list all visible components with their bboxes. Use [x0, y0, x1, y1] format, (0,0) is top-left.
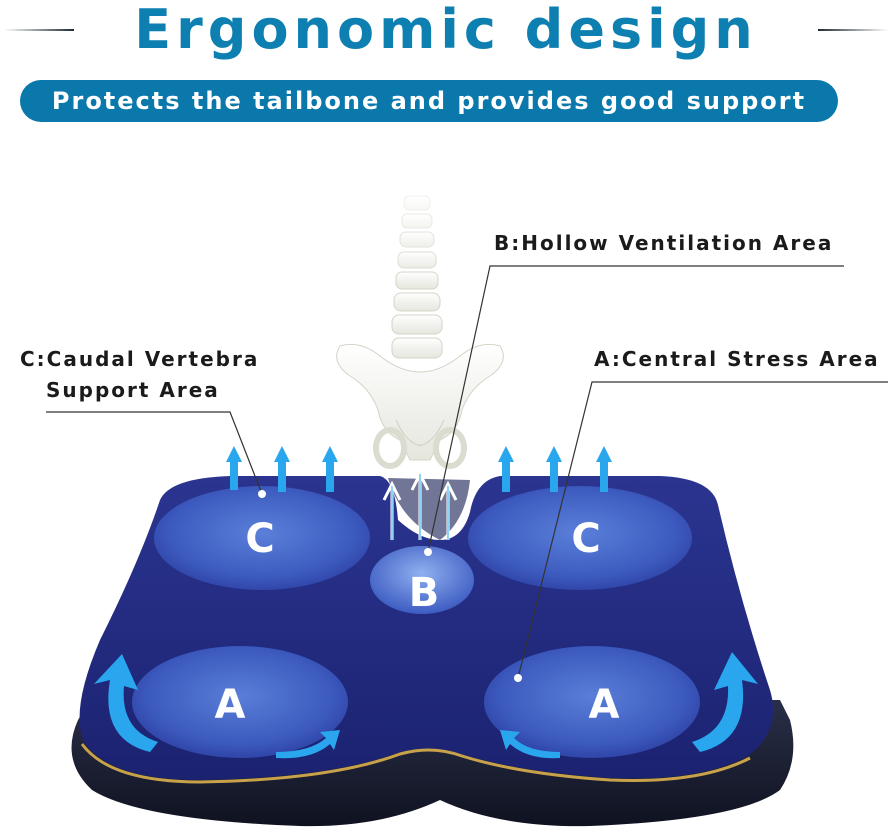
label-c-line1: C:Caudal Vertebra	[20, 347, 260, 371]
label-b-hollow-ventilation: B:Hollow Ventilation Area	[494, 231, 834, 255]
zone-a-right-pad	[484, 646, 700, 758]
label-c-line2: Support Area	[46, 378, 220, 402]
zone-c-left-letter: C	[245, 516, 274, 562]
b-callout-dot	[424, 548, 432, 556]
zone-a-right-letter: A	[589, 682, 620, 728]
a-callout-dot	[514, 674, 522, 682]
zone-c-right-pad	[468, 486, 692, 590]
c-callout-line	[46, 411, 263, 495]
a-callout-line	[517, 381, 888, 679]
zone-c-left-pad	[154, 486, 370, 590]
b-callout-line	[427, 265, 844, 553]
zone-c-right-letter: C	[571, 516, 600, 562]
zone-b-pad	[370, 546, 474, 614]
subtitle-banner: Protects the tailbone and provides good …	[20, 80, 838, 122]
zone-b-letter: B	[409, 570, 440, 616]
c-callout-dot	[258, 490, 266, 498]
page-title: Ergonomic design	[134, 0, 758, 61]
zone-a-left-letter: A	[215, 682, 246, 728]
zone-a-left-pad	[132, 646, 348, 758]
spine-pelvis-icon	[336, 195, 504, 469]
label-a-central-stress: A:Central Stress Area	[594, 347, 880, 371]
title-decor-line-right	[818, 29, 888, 31]
title-decor-line-left	[4, 29, 74, 31]
airflow-arrow-icon	[94, 446, 758, 759]
